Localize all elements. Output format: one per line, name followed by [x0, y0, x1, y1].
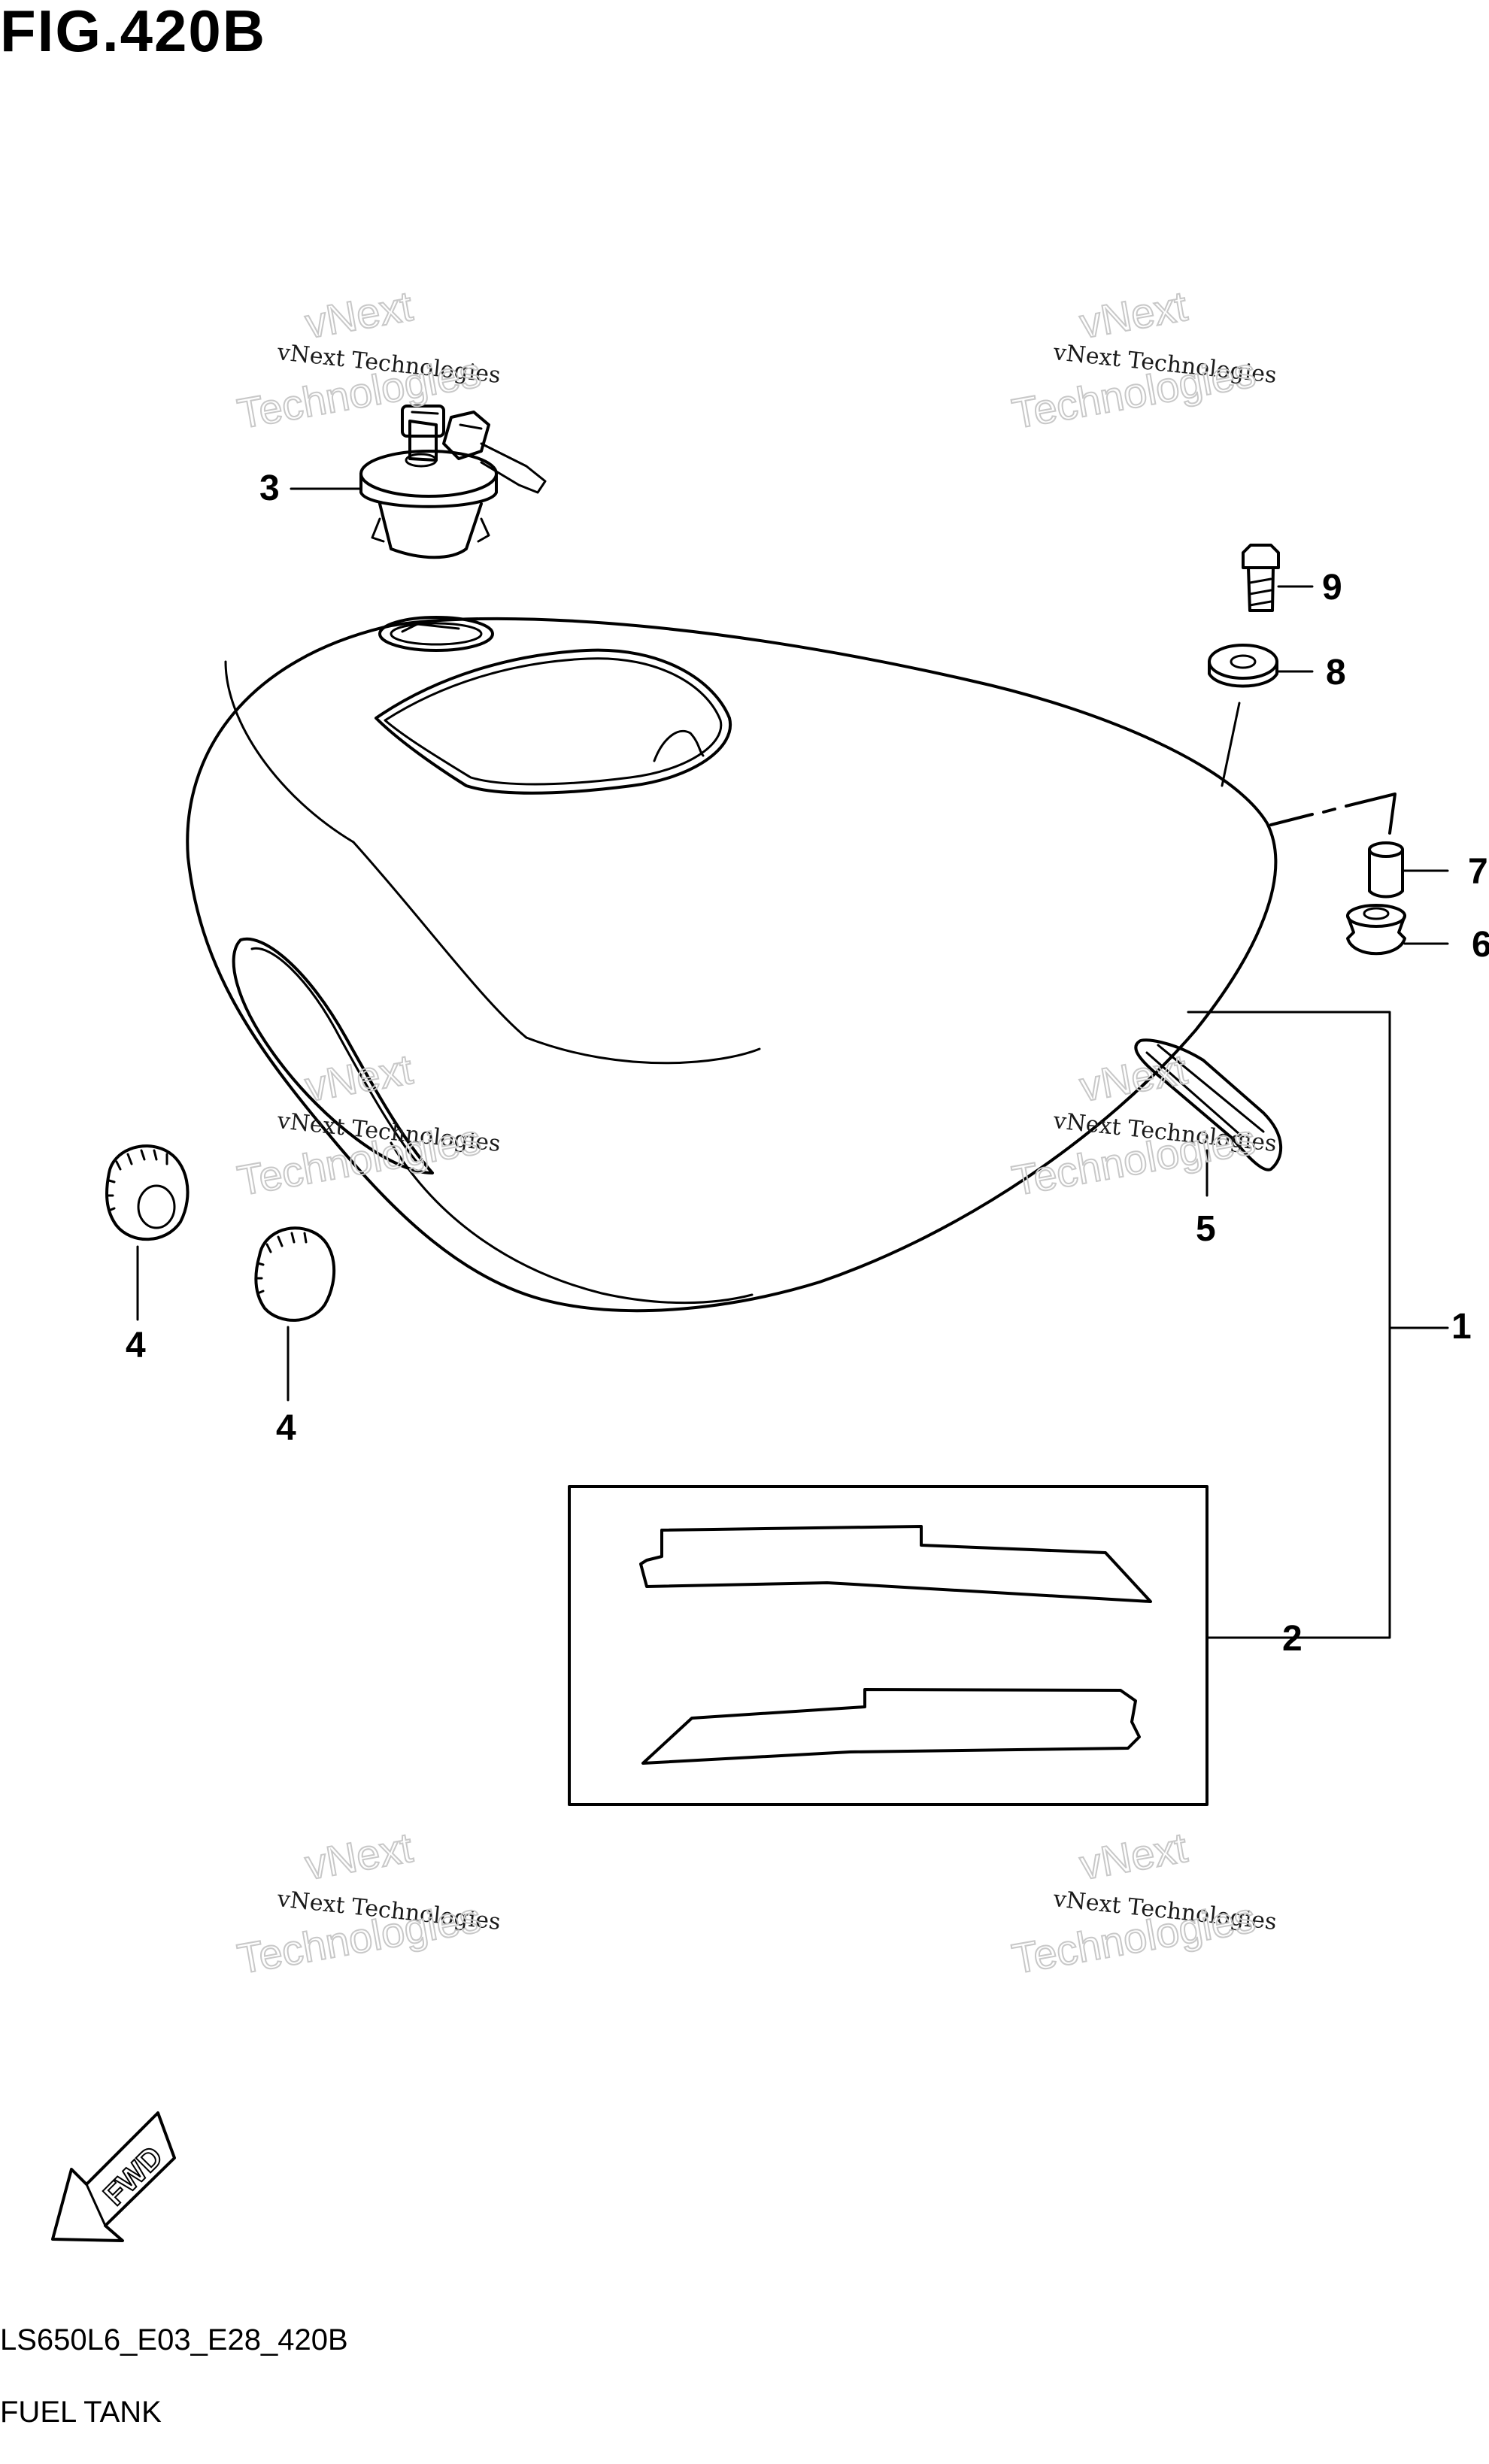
- watermark-bottom-right: vNext vNext Technologies Technologies: [1008, 1823, 1278, 1984]
- callout-label-7: 7: [1468, 852, 1488, 892]
- fuel-cap-drawing: [359, 405, 547, 559]
- svg-text:vNext: vNext: [302, 1823, 416, 1889]
- callout-label-6: 6: [1472, 925, 1489, 965]
- callout-label-2: 2: [1282, 1619, 1302, 1659]
- watermark-mid-left: vNext vNext Technologies Technologies: [233, 1044, 502, 1205]
- rubber-cushion-left-drawing: [105, 1144, 190, 1241]
- svg-text:vNext: vNext: [302, 1045, 416, 1111]
- collar-drawing: [1368, 841, 1404, 899]
- fuel-tank-drawing: [186, 616, 1397, 1313]
- callout-label-8: 8: [1326, 653, 1346, 693]
- decal-set-box: [568, 1485, 1208, 1806]
- callout-label-9: 9: [1322, 568, 1342, 608]
- leader-lines: [136, 487, 1449, 1639]
- bolt-drawing: [1242, 544, 1280, 612]
- section-name: FUEL TANK: [0, 2396, 162, 2429]
- grommet-drawing: [1346, 904, 1406, 956]
- diagram-code: LS650L6_E03_E28_420B: [0, 2323, 348, 2356]
- forward-arrow-icon: [51, 2111, 176, 2242]
- callout-label-5: 5: [1196, 1209, 1216, 1249]
- watermark-mid-right: vNext vNext Technologies Technologies: [1008, 1044, 1278, 1205]
- callout-label-3: 3: [259, 468, 280, 508]
- svg-text:vNext: vNext: [1076, 1823, 1190, 1889]
- svg-text:vNext: vNext: [1076, 1045, 1190, 1111]
- figure-title: FIG.420B: [0, 0, 267, 64]
- rubber-cushion-right-drawing: [254, 1226, 336, 1322]
- callout-label-1: 1: [1451, 1307, 1472, 1347]
- watermark-top-right: vNext vNext Technologies Technologies: [1008, 281, 1278, 438]
- watermark-bottom-left: vNext vNext Technologies Technologies: [233, 1823, 502, 1984]
- svg-text:vNext: vNext: [302, 282, 416, 347]
- callout-label-4b: 4: [276, 1408, 296, 1448]
- callout-label-4a: 4: [126, 1326, 146, 1365]
- washer-drawing: [1208, 644, 1278, 688]
- svg-text:vNext: vNext: [1076, 282, 1190, 347]
- tank-cushion-drawing: [1134, 1038, 1282, 1171]
